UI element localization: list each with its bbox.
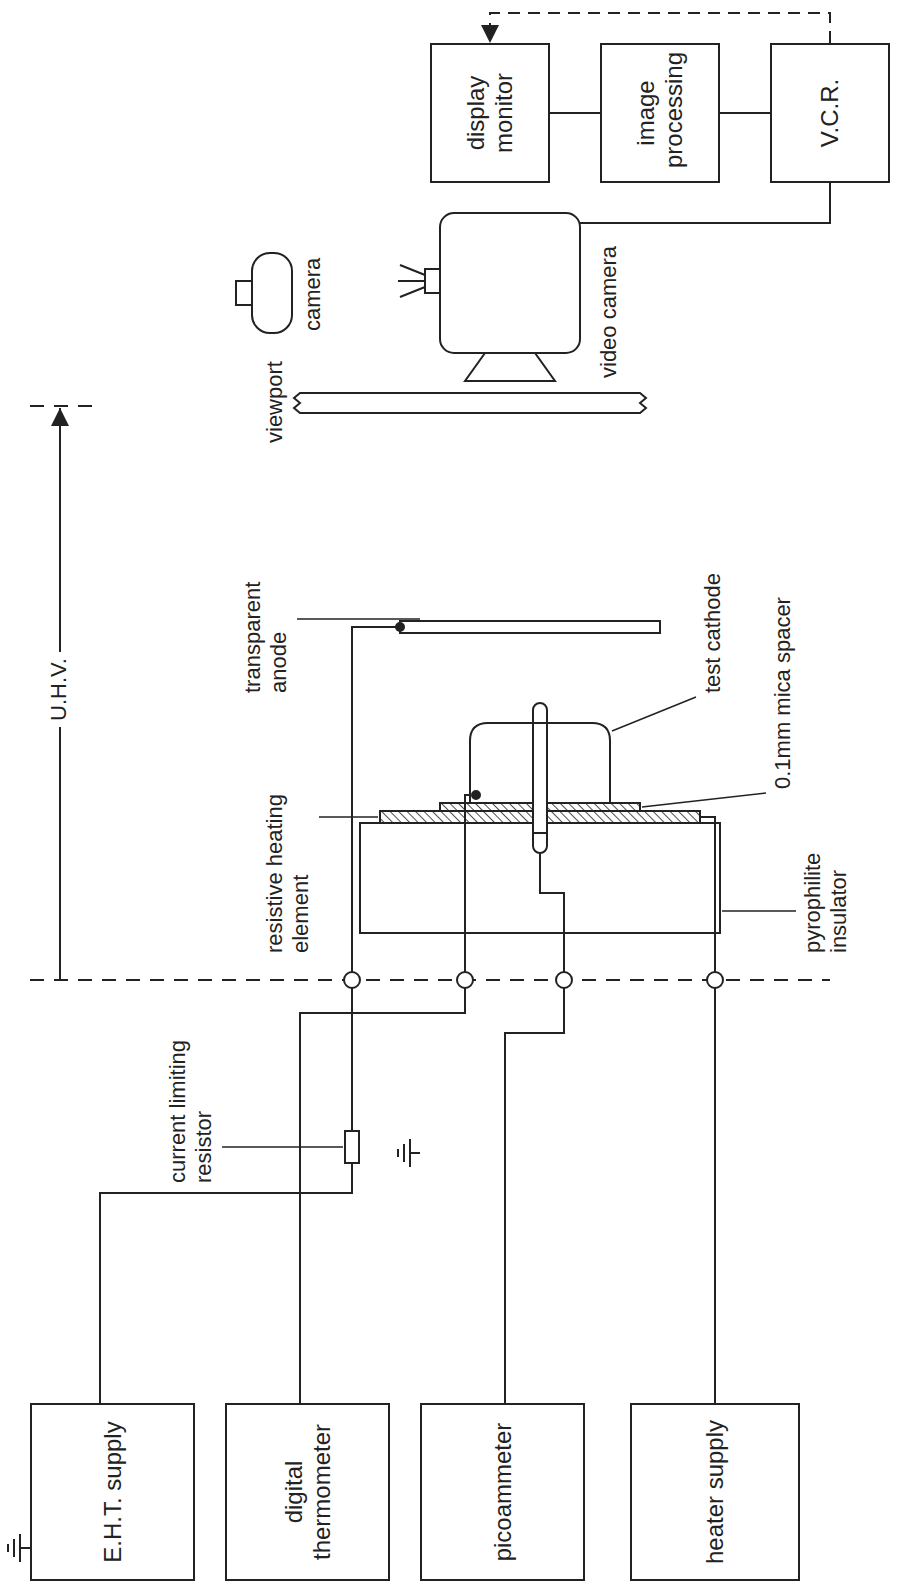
process-box: display monitor [430, 43, 550, 183]
box-label: digital thermometer [280, 1418, 335, 1566]
wire [540, 853, 564, 972]
feedthrough [707, 972, 723, 988]
process-box: heater supply [630, 1403, 800, 1581]
wire [714, 988, 716, 1403]
box-label: display monitor [462, 58, 517, 168]
box-label: V.C.R. [816, 79, 844, 147]
part-label: video camera [596, 246, 622, 378]
video-camera [440, 213, 580, 353]
process-box: digital thermometer [225, 1403, 390, 1581]
still-camera-lens [236, 281, 252, 305]
leader-line [297, 618, 420, 620]
screw [533, 722, 547, 724]
box-label: picoammeter [489, 1423, 517, 1562]
part-label: pyrophilite insulator [800, 793, 853, 953]
process-box: picoammeter [420, 1403, 585, 1581]
screw [533, 703, 547, 853]
anode-contact [396, 623, 404, 631]
connector [720, 112, 770, 114]
part-label: U.H.V. [46, 652, 72, 727]
process-box: V.C.R. [770, 43, 890, 183]
wire [505, 988, 564, 1403]
camera-connector [425, 269, 440, 293]
feedthrough [344, 972, 360, 988]
wire [700, 817, 715, 972]
process-box: E.H.T. supply [30, 1403, 195, 1581]
part-label: transparent anode [240, 523, 293, 693]
connector [490, 13, 830, 43]
leader-line [612, 697, 696, 731]
ground-symbol [8, 1534, 30, 1562]
part-label: test cathode [700, 573, 726, 693]
part-label: resistive heating element [262, 763, 315, 953]
wire [580, 183, 830, 223]
wire [100, 1163, 352, 1403]
part-label: viewport [262, 361, 288, 443]
box-label: image processing [632, 58, 687, 168]
part-label: camera [300, 258, 326, 331]
ground-symbol [398, 1139, 420, 1167]
viewport [294, 393, 646, 413]
camera-lens [465, 353, 555, 381]
feedthrough [457, 972, 473, 988]
process-box: image processing [600, 43, 720, 183]
resistor-symbol [345, 1131, 359, 1163]
leader-line [222, 1146, 343, 1148]
leader-line [722, 910, 796, 912]
part-label: current limiting resistor [165, 983, 218, 1183]
box-label: heater supply [701, 1420, 729, 1564]
thermocouple-junction [472, 791, 480, 799]
leader-line [642, 793, 766, 807]
camera-cable [398, 265, 425, 297]
screw [533, 832, 547, 834]
uhv-boundary [30, 405, 92, 407]
leader-line [319, 816, 378, 818]
transparent-anode [400, 621, 660, 633]
wire [300, 988, 465, 1403]
connector [550, 112, 600, 114]
still-camera [252, 253, 292, 333]
box-label: E.H.T. supply [99, 1421, 127, 1562]
feedthrough [556, 972, 572, 988]
part-label: 0.1mm mica spacer [770, 597, 796, 789]
wire [351, 988, 353, 1131]
